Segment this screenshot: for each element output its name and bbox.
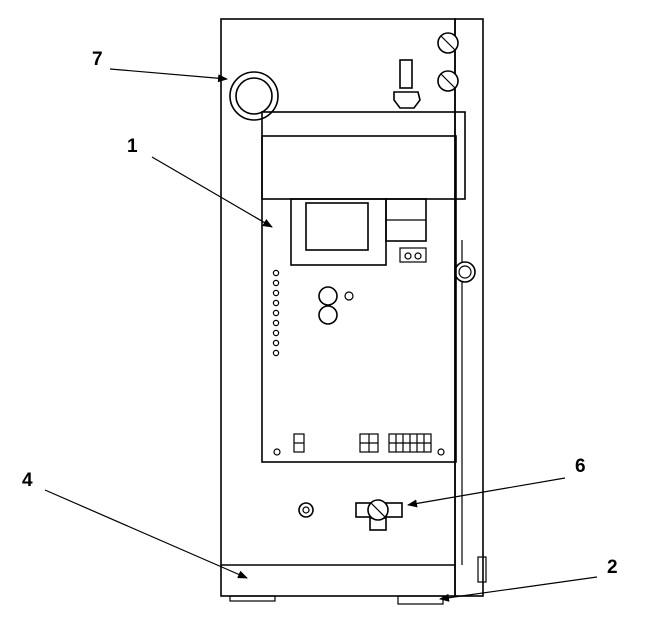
side-latch-bottom [477,556,487,583]
callout-7: 7 [92,49,103,70]
terminal-block-right [388,433,432,453]
side-bolt-second [437,70,459,92]
callout-4: 4 [22,470,33,491]
leader-1 [151,156,273,228]
cabinet-foot-right [397,595,444,605]
leader-lines [44,68,598,602]
callout-2: 2 [607,557,618,578]
leader-7 [109,68,228,83]
cabinet-foot-left [229,595,276,602]
display-screen [305,202,369,251]
small-connector [399,247,427,263]
callout-1: 1 [127,136,138,157]
side-bolt-top [437,32,459,54]
side-bolt-middle [454,261,476,283]
cabinet-side-panel [454,18,484,597]
round-port [229,71,279,121]
knob-upper [318,286,338,306]
valve [355,499,403,531]
led-column [272,269,280,357]
board-main [261,135,457,463]
cable-gland [393,59,421,109]
leader-2 [439,576,598,602]
side-bolts [437,32,487,583]
knob-lower [318,305,338,325]
leader-6 [407,477,566,508]
control-board [261,111,466,463]
board-top-housing [261,111,466,200]
cabinet [220,18,484,605]
indicator-small [344,291,354,301]
leader-4 [44,489,248,579]
small-fitting [298,502,314,518]
terminal-block-middle [359,433,379,453]
callout-6: 6 [575,456,586,477]
